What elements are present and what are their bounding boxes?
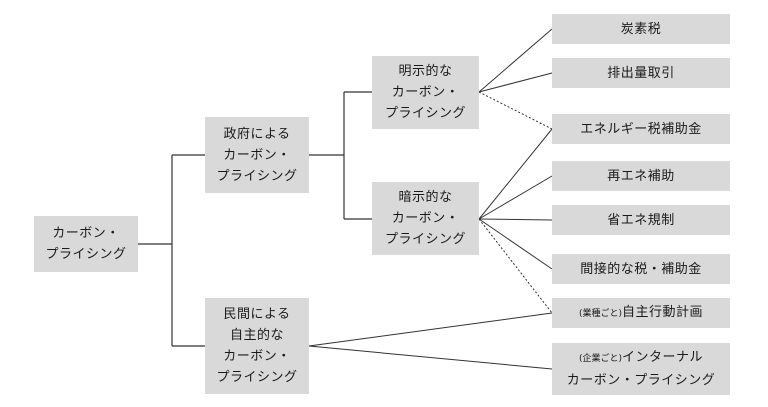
connector-implicit-voluntary [478,218,553,314]
government-line-2: カーボン・ [223,147,291,163]
connector-explicit-carbon-tax [478,28,553,93]
private-line-4: プライシング [216,370,298,385]
leaf-internal-line-1: インターナル [622,350,704,365]
explicit-connectors [478,28,553,130]
leaf-energy-tax-label: エネルギー税補助金 [580,121,702,137]
connector-private-voluntary [308,312,553,347]
implicit-line-2: カーボン・ [391,211,460,226]
implicit-line-1: 暗示的な [398,190,453,205]
root-node: カーボン・ プライシング [34,216,138,272]
connector-implicit-efficiency [478,218,553,221]
leaf-indirect-label: 間接的な税・補助金 [580,261,702,277]
leaf-energy-tax: エネルギー税補助金 [552,114,730,144]
leaf-internal-line-2: カーボン・プライシング [566,373,716,388]
private-connectors [308,312,553,370]
leaf-carbon-tax-label: 炭素税 [620,21,662,37]
connector-implicit-renewable [478,175,553,220]
implicit-connectors [478,128,553,314]
leaf-efficiency: 省エネ規制 [552,205,730,235]
government-line-1: 政府による [223,126,291,142]
private-line-1: 民間による [223,307,291,322]
leaf-internal: (企業ごと)インターナル カーボン・プライシング [552,343,730,395]
leaf-renewable-label: 再エネ補助 [607,168,675,184]
leaf-internal-row-1: (企業ごと)インターナル [579,347,703,370]
leaf-voluntary-row: (業種ごと)自主行動計画 [579,302,703,325]
leaf-ets: 排出量取引 [552,58,730,88]
private-line-2: 自主的な [229,328,284,343]
private-line-3: カーボン・ [223,349,291,364]
leaf-voluntary: (業種ごと)自主行動計画 [552,298,730,328]
implicit-line-3: プライシング [384,232,466,247]
gov-connectors [309,91,372,220]
leaf-indirect: 間接的な税・補助金 [552,254,730,284]
explicit-line-1: 明示的な [398,64,453,79]
explicit-line-2: カーボン・ [391,85,460,100]
leaf-renewable: 再エネ補助 [552,161,730,191]
leaf-voluntary-main: 自主行動計画 [622,304,704,320]
leaf-efficiency-label: 省エネ規制 [607,212,675,228]
connector-explicit-energy-tax [478,91,553,130]
implicit-node: 暗示的な カーボン・ プライシング [372,182,479,255]
connector-private-internal [308,345,553,370]
leaf-internal-prefix: (企業ごと) [578,354,622,364]
root-line-2: プライシング [45,247,127,262]
private-node: 民間による 自主的な カーボン・ プライシング [205,298,309,394]
government-line-3: プライシング [216,168,298,184]
leaf-ets-label: 排出量取引 [607,65,675,81]
explicit-node: 明示的な カーボン・ プライシング [372,56,479,129]
leaf-carbon-tax: 炭素税 [552,14,730,44]
connector-implicit-energy-tax [478,128,553,220]
government-node: 政府による カーボン・ プライシング [205,117,309,193]
explicit-line-3: プライシング [384,106,466,121]
connector-explicit-ets [478,72,553,93]
root-line-1: カーボン・ [52,226,120,241]
leaf-voluntary-prefix: (業種ごと) [578,308,622,319]
connector-implicit-indirect [478,218,553,270]
root-connectors [138,154,205,347]
